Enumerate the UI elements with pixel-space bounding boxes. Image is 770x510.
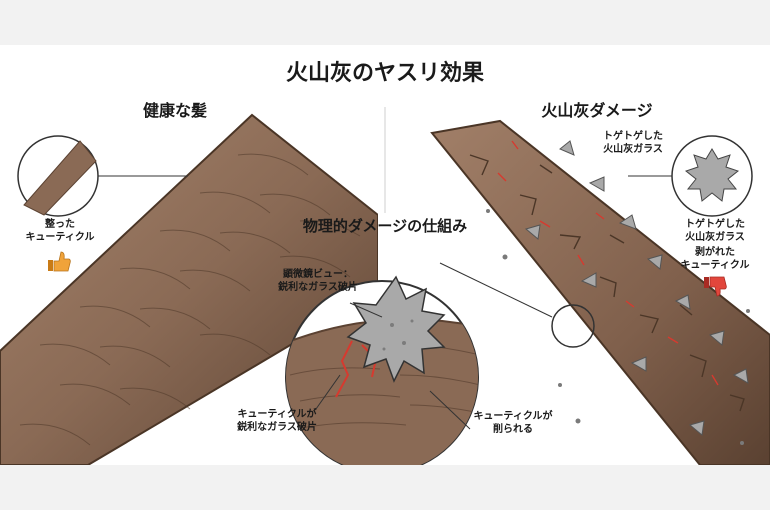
glass-label-top: トゲトゲした火山灰ガラス [603, 131, 663, 155]
cut-label: キューティクルが鋭利なガラス破片 [237, 409, 317, 433]
damaged-hair-strand [430, 119, 770, 465]
healthy-cuticle-label: 整ったキューティクル [25, 219, 95, 243]
zoom-leader-line [439, 262, 553, 318]
diagram-graphics [0, 107, 770, 465]
peeled-cuticle-label: 剥がれたキューティクル [680, 247, 750, 271]
glass-label-side: トゲトゲした火山灰ガラス [685, 219, 745, 243]
healthy-hair-strand [0, 113, 378, 465]
glass-shard-cluster [524, 140, 749, 436]
damage-zoom-marker [551, 304, 595, 348]
healthy-hair-heading: 健康な髪 [142, 101, 207, 120]
thumbs-down-icon [704, 276, 727, 297]
microscope-label: 顕微鏡ビュー：鋭利なガラス破片 [278, 269, 358, 293]
glass-shard-icon [346, 275, 446, 383]
cut-leader-line [315, 374, 341, 410]
mechanism-heading: 物理的ダメージの仕組み [302, 217, 468, 235]
thumbs-up-icon [48, 251, 71, 272]
scrape-label: キューティクルが削られる [473, 411, 553, 435]
page-title: 火山灰のヤスリ効果 [285, 61, 484, 86]
damage-heading: 火山灰ダメージ [541, 101, 653, 120]
scrape-leader-line [429, 390, 471, 430]
microscope-leader-line [349, 302, 383, 318]
illustration-canvas: 火山灰のヤスリ効果 健康な髪 火山灰ダメージ 物理的ダメージの仕組み 整ったキュ… [0, 45, 770, 465]
